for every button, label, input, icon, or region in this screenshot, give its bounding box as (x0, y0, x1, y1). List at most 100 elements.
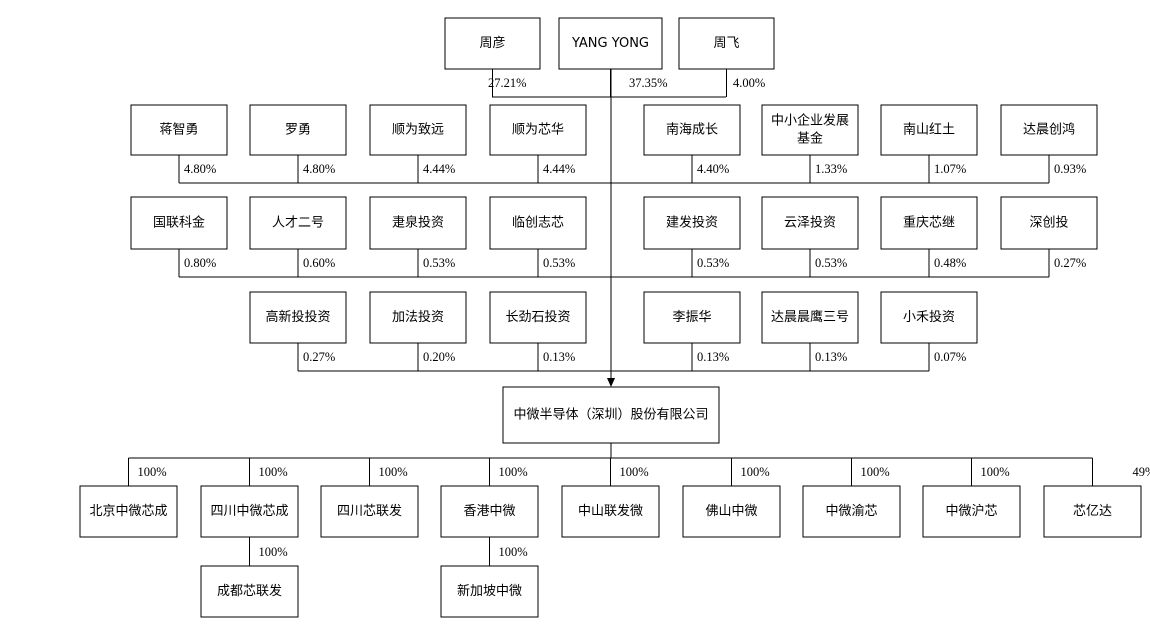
shareholder-node-label: 加法投资 (392, 309, 444, 325)
company-node: 中微半导体（深圳）股份有限公司 (502, 386, 720, 444)
shareholder-pct-label: 0.93% (1054, 162, 1086, 176)
shareholder-node: 南海成长 (643, 104, 741, 156)
subsidiary-node-label: 四川中微芯成 (210, 504, 288, 519)
subsidiary-node: 中微沪芯 (922, 485, 1021, 538)
top-shareholder-label: YANG YONG (571, 36, 649, 51)
shareholder-node-box (489, 104, 587, 156)
shareholder-node: 顺为芯华 (489, 104, 587, 156)
shareholder-node-box (489, 196, 587, 250)
second-level-node-box (440, 565, 539, 618)
shareholder-node-label: 顺为芯华 (512, 123, 564, 138)
shareholder-node-label: 云泽投资 (784, 215, 836, 231)
subsidiary-node-label: 佛山中微 (705, 504, 757, 519)
subsidiary-pct-label: 100% (499, 465, 528, 479)
shareholder-node-label: 达晨晨鹰三号 (771, 309, 849, 325)
shareholder-node-box (761, 196, 859, 250)
subsidiary-pct-label: 100% (620, 465, 649, 479)
top-shareholder-box (558, 17, 663, 70)
top-shareholder-label: 周彦 (479, 35, 505, 51)
top-shareholder: YANG YONG (558, 17, 663, 70)
subsidiary-node-label: 中微沪芯 (945, 503, 997, 519)
top-pct-label: 4.00% (733, 76, 765, 90)
second-level-pct-label: 100% (499, 545, 528, 559)
shareholder-node: 李振华 (643, 291, 741, 344)
subsidiary-node-label: 芯亿达 (1073, 504, 1112, 519)
subsidiary-node-box (922, 485, 1021, 538)
second-level-pct-label: 100% (259, 545, 288, 559)
shareholder-pct-label: 0.27% (1054, 256, 1086, 270)
shareholder-pct-label: 0.60% (303, 256, 335, 270)
subsidiary-pct-label: 100% (981, 465, 1010, 479)
subsidiary-pct-label: 100% (741, 465, 770, 479)
shareholder-node: 深创投 (1000, 196, 1098, 250)
shareholder-node: 罗勇 (249, 104, 347, 156)
shareholder-node-label: 罗勇 (285, 123, 311, 138)
shareholder-node-box (761, 291, 859, 344)
second-level-node: 新加坡中微 (440, 565, 539, 618)
shareholder-node-label: 国联科金 (153, 215, 205, 231)
shareholder-pct-label: 1.07% (934, 162, 966, 176)
subsidiary-node: 四川芯联发 (320, 485, 419, 538)
subsidiary-node: 芯亿达 (1043, 485, 1142, 538)
subsidiary-node-box (79, 485, 178, 538)
shareholder-node-box (880, 291, 978, 344)
shareholder-pct-label: 0.13% (815, 350, 847, 364)
shareholder-pct-label: 0.13% (697, 350, 729, 364)
shareholder-pct-label: 4.44% (543, 162, 575, 176)
top-pct-label: 27.21% (488, 76, 527, 90)
subsidiary-pct-label: 100% (259, 465, 288, 479)
subsidiary-node-box (200, 485, 299, 538)
subsidiary-pct-label: 49% (1133, 465, 1150, 479)
shareholder-node: 加法投资 (369, 291, 467, 344)
top-shareholder: 周彦 (444, 17, 541, 70)
connector-lines (128, 69, 1093, 566)
shareholder-node: 重庆芯继 (880, 196, 978, 250)
shareholder-node: 建发投资 (643, 196, 741, 250)
shareholder-pct-label: 4.44% (423, 162, 455, 176)
second-level-node-label: 新加坡中微 (457, 583, 522, 599)
subsidiary-node-box (561, 485, 660, 538)
shareholder-pct-label: 0.48% (934, 256, 966, 270)
shareholder-node-box (130, 196, 228, 250)
shareholder-node: 南山红土 (880, 104, 978, 156)
shareholder-node-label: 南山红土 (903, 122, 955, 138)
shareholder-node-label: 高新投投资 (265, 309, 330, 325)
company-node-box (502, 386, 720, 444)
shareholder-node: 临创志芯 (489, 196, 587, 250)
shareholder-node: 国联科金 (130, 196, 228, 250)
shareholder-pct-label: 0.27% (303, 350, 335, 364)
shareholder-node-box (643, 104, 741, 156)
top-pct-label: 37.35% (629, 76, 668, 90)
shareholder-node-label: 小禾投资 (903, 309, 955, 325)
subsidiary-node: 香港中微 (440, 485, 539, 538)
shareholder-node: 疌泉投资 (369, 196, 467, 250)
shareholder-pct-label: 0.53% (423, 256, 455, 270)
shareholder-node-label: 临创志芯 (512, 216, 564, 231)
shareholder-node-label: 重庆芯继 (903, 215, 955, 231)
subsidiary-node-label: 四川芯联发 (337, 503, 402, 519)
shareholder-node-box (1000, 196, 1098, 250)
shareholder-node-box (369, 104, 467, 156)
subsidiary-node: 中微渝芯 (802, 485, 901, 538)
shareholder-node-box (489, 291, 587, 344)
shareholder-node-label: 人才二号 (272, 216, 324, 231)
top-shareholder-box (678, 17, 775, 70)
shareholder-pct-label: 4.40% (697, 162, 729, 176)
subsidiary-pct-label: 100% (379, 465, 408, 479)
subsidiary-node: 北京中微芯成 (79, 485, 178, 538)
shareholder-pct-label: 1.33% (815, 162, 847, 176)
second-level-node-box (200, 565, 299, 618)
arrow-head-icon (607, 378, 615, 387)
shareholder-node-box (130, 104, 228, 156)
shareholder-node-label-line: 中小企业发展 (771, 113, 849, 129)
subsidiary-node-label: 中山联发微 (578, 503, 643, 519)
shareholder-node: 高新投投资 (249, 291, 347, 344)
company-node-label: 中微半导体（深圳）股份有限公司 (513, 408, 708, 423)
shareholder-node-label: 建发投资 (666, 215, 718, 231)
shareholder-node-label: 长劲石投资 (505, 309, 570, 325)
shareholder-node: 达晨创鸿 (1000, 104, 1098, 156)
shareholder-pct-label: 4.80% (184, 162, 216, 176)
